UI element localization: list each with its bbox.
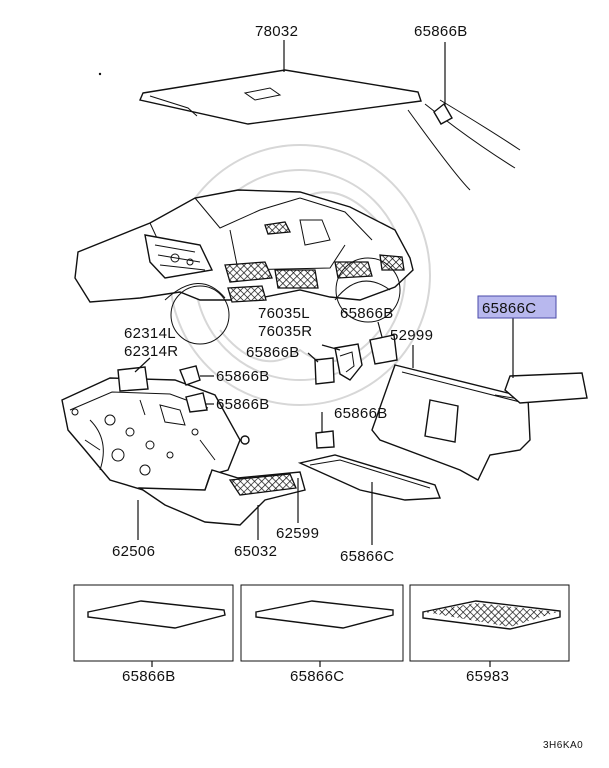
part-pad-65866b-lower [315, 430, 335, 449]
label-65866b-lower: 65866B [334, 405, 388, 422]
label-65032: 65032 [234, 543, 277, 560]
leader-65866b-small [307, 352, 319, 363]
detail-box-2 [240, 584, 404, 662]
label-76035l: 76035L [258, 305, 310, 322]
leader-76035 [321, 344, 341, 351]
car-body-outline [74, 189, 414, 303]
label-box2: 65866C [290, 668, 344, 685]
zoom-circle-right [335, 257, 401, 323]
part-pad-65866c-rear [504, 372, 588, 404]
leader-62314 [134, 357, 151, 373]
label-65866c-highlight: 65866C [482, 300, 536, 317]
leader-65866b-mid [377, 321, 383, 338]
roof-pillar-outline [407, 99, 521, 191]
label-78032: 78032 [255, 23, 298, 40]
label-62314l: 62314L [124, 325, 176, 342]
label-76035r: 76035R [258, 323, 312, 340]
part-rear-panel-52999 [371, 364, 531, 481]
label-65866b-mid: 65866B [340, 305, 394, 322]
label-65866c-floor: 65866C [340, 548, 394, 565]
zoom-circle-left [170, 285, 230, 345]
label-52999: 52999 [390, 327, 433, 344]
label-62314r: 62314R [124, 343, 178, 360]
label-65866b-small: 65866B [246, 344, 300, 361]
part-floor-pad-65866c [297, 454, 441, 501]
label-62599: 62599 [276, 525, 319, 542]
part-headliner-78032 [98, 69, 422, 125]
detail-box-1 [73, 584, 234, 662]
highlight-box-65866c [477, 295, 557, 319]
label-62506: 62506 [112, 543, 155, 560]
part-bracket-76035 [314, 334, 398, 385]
label-65866b-left2: 65866B [216, 396, 270, 413]
part-pad-62314 [117, 365, 208, 413]
label-box1: 65866B [122, 668, 176, 685]
label-65866b-top: 65866B [414, 23, 468, 40]
detail-box-3 [409, 584, 570, 662]
label-65866b-left1: 65866B [216, 368, 270, 385]
diagram-code: 3H6KA0 [543, 740, 583, 751]
label-box3: 65983 [466, 668, 509, 685]
